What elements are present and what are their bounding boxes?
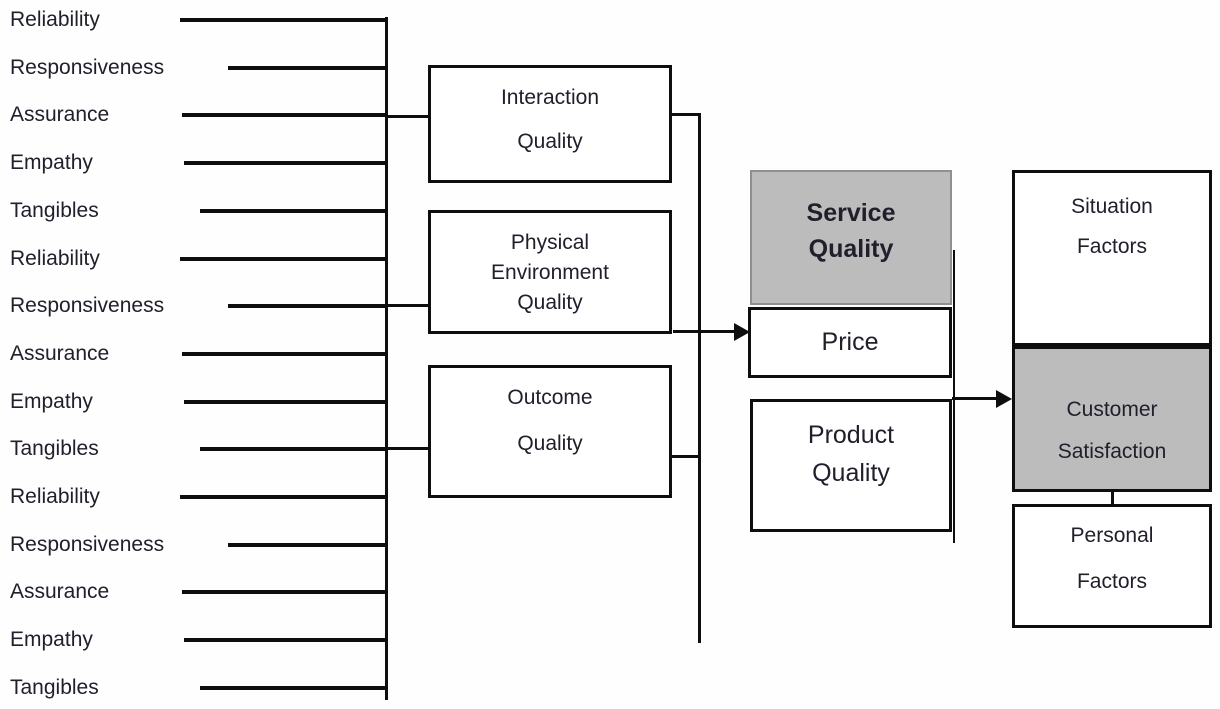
arrow-to-price-head [734,323,750,341]
dimension-leader-line-11 [228,543,388,547]
dimension-leader-line-5 [180,257,388,261]
dimension-leader-line-14 [200,686,388,690]
dimension-leader-line-6 [228,304,388,308]
dimension-label-responsiveness-11: Responsiveness [10,533,165,556]
outcome-quality-box: Outcome Quality [428,365,672,498]
situation-factors-box: Situation Factors [1012,170,1212,346]
dimension-label-responsiveness-1: Responsiveness [10,56,165,79]
arrow-to-price-line [673,330,736,333]
dimension-label-empathy-13: Empathy [10,628,93,651]
dimension-leader-line-4 [200,209,388,213]
collector-to-box-line-2 [385,115,431,118]
dimension-label-assurance-2: Assurance [10,103,110,126]
dimension-leader-line-13 [184,638,388,642]
personal-factors-label: Personal [1070,524,1154,547]
product-quality-label: Product [807,421,895,449]
dimension-leader-line-12 [182,590,388,594]
service-quality-label2: Quality [808,235,894,263]
interaction-to-collector-line [672,113,701,116]
dimension-label-assurance-7: Assurance [10,342,110,365]
outcome-quality-label2: Quality [517,432,583,455]
right-collector-line [953,250,955,543]
dimension-leader-line-3 [184,161,388,165]
customer-satisfaction-label2: Satisfaction [1057,440,1167,463]
interaction-quality-label2: Quality [517,130,583,153]
interaction-quality-label: Interaction [500,86,600,109]
dimension-label-empathy-3: Empathy [10,151,93,174]
outcome-to-collector-line [672,455,701,458]
dimension-label-reliability-5: Reliability [10,247,100,270]
physical-environment-quality-box: Physical Environment Quality [428,210,672,334]
dimension-leader-line-2 [182,113,388,117]
dimension-label-responsiveness-6: Responsiveness [10,294,165,317]
service-quality-box: Service Quality [750,170,952,305]
price-label: Price [821,328,879,356]
dimension-leader-line-0 [180,18,388,22]
personal-factors-box: Personal Factors [1012,504,1212,628]
physical-environment-label2: Environment [491,261,609,284]
dimension-label-reliability-0: Reliability [10,8,100,31]
middle-collector-line [698,113,701,643]
service-quality-label: Service [806,199,896,227]
arrow-to-satisfaction-head [996,390,1012,408]
dimension-label-reliability-10: Reliability [10,485,100,508]
dimension-leader-line-10 [180,495,388,499]
dimension-label-tangibles-14: Tangibles [10,676,99,699]
customer-satisfaction-box: Customer Satisfaction [1012,346,1212,492]
physical-environment-label3: Quality [517,291,583,314]
dimension-label-tangibles-4: Tangibles [10,199,99,222]
dimension-label-tangibles-9: Tangibles [10,437,99,460]
situation-factors-label: Situation [1071,195,1153,218]
product-quality-label2: Quality [812,459,890,487]
outcome-quality-label: Outcome [507,386,593,409]
situation-factors-label2: Factors [1076,235,1147,258]
collector-to-box-line-9 [385,447,431,450]
price-box: Price [748,307,952,378]
dimension-label-empathy-8: Empathy [10,390,93,413]
customer-satisfaction-label: Customer [1066,398,1158,421]
dimension-leader-line-9 [200,447,388,451]
collector-to-box-line-6 [385,304,431,307]
interaction-quality-box: Interaction Quality [428,65,672,183]
dimension-leader-line-8 [184,400,388,404]
satisfaction-to-personal-line [1111,490,1114,506]
dimension-label-assurance-12: Assurance [10,580,110,603]
product-quality-box: Product Quality [750,399,952,532]
physical-environment-label: Physical [510,231,590,254]
dimension-leader-line-7 [182,352,388,356]
personal-factors-label2: Factors [1076,570,1147,593]
arrow-to-satisfaction-line [952,397,998,400]
left-collector-line [385,17,388,700]
dimension-leader-line-1 [228,66,388,70]
